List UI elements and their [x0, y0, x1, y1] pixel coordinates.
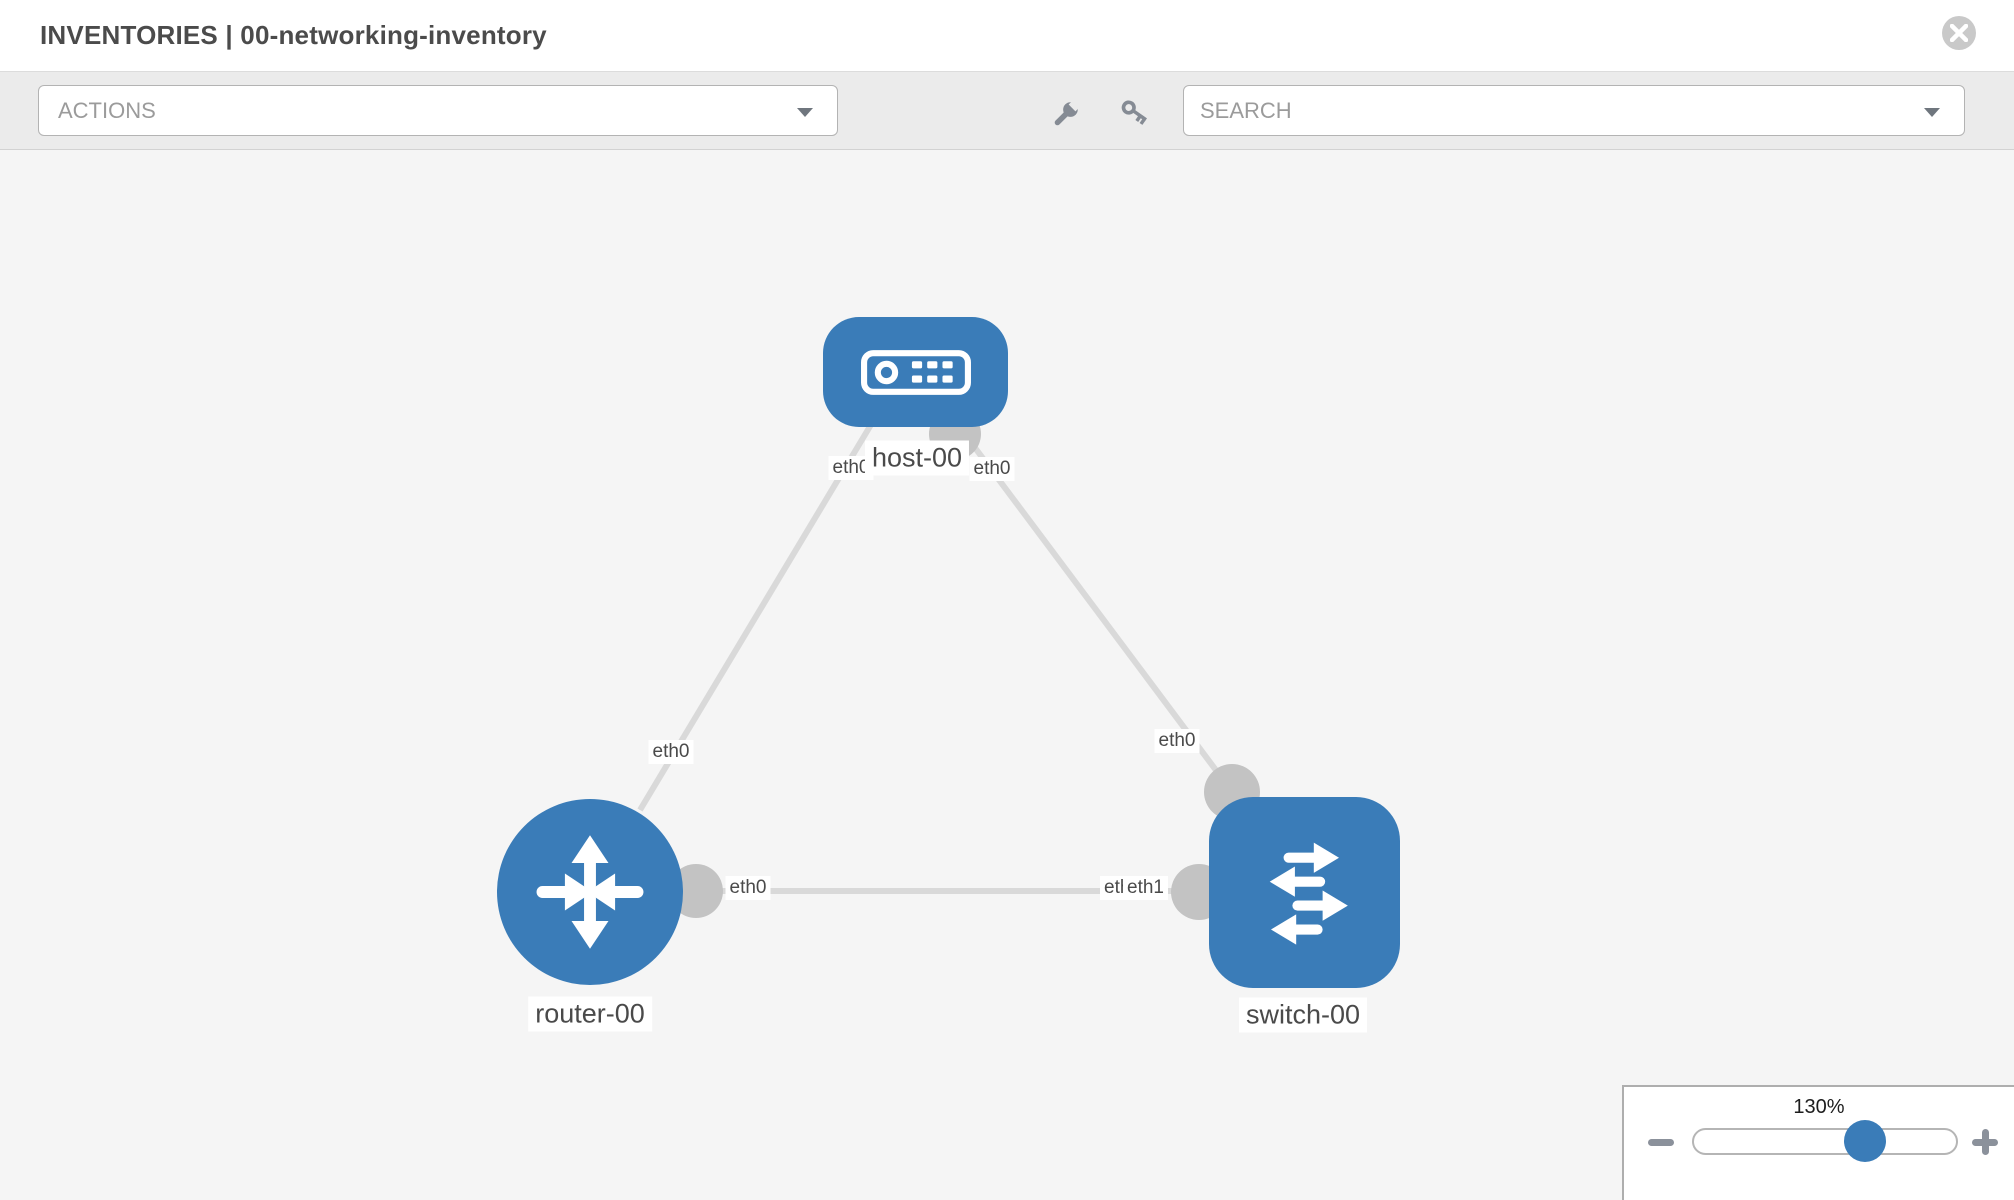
wrench-icon: [1054, 98, 1082, 126]
actions-dropdown-label: ACTIONS: [58, 98, 156, 123]
zoom-in-button[interactable]: [1970, 1127, 2000, 1157]
chevron-down-icon: [797, 108, 813, 117]
zoom-slider-thumb[interactable]: [1844, 1120, 1886, 1162]
node-router-00[interactable]: [497, 799, 683, 985]
port-router-eth0[interactable]: [669, 864, 723, 918]
iface-label-router-right: eth0: [725, 876, 771, 900]
iface-label-switch-top: eth0: [1154, 729, 1200, 753]
iface-label-switch-left-front: eth1: [1123, 876, 1168, 900]
iface-label-host-right: eth0: [969, 457, 1015, 481]
node-switch-00[interactable]: [1209, 797, 1400, 988]
router-arrows-icon: [536, 835, 644, 949]
node-host-00[interactable]: [823, 317, 1008, 427]
page-title: INVENTORIES | 00-networking-inventory: [40, 20, 547, 50]
actions-dropdown[interactable]: ACTIONS: [38, 85, 838, 136]
chevron-down-icon: [1924, 108, 1940, 117]
toolbar: ACTIONS: [0, 72, 2014, 150]
header: INVENTORIES | 00-networking-inventory: [0, 0, 2014, 72]
node-label-router[interactable]: router-00: [528, 996, 652, 1032]
wrench-tool-button[interactable]: [1050, 98, 1082, 130]
zoom-level-value: 130%: [1793, 1096, 1845, 1118]
switch-arrows-icon: [1269, 842, 1348, 945]
zoom-panel: 130%: [1622, 1085, 2014, 1200]
search-input[interactable]: [1198, 91, 1902, 131]
key-icon: [1121, 100, 1147, 125]
links-layer: [637, 408, 1260, 920]
iface-label-router-top: eth0: [648, 740, 694, 764]
close-icon: [1950, 24, 1968, 42]
key-tool-button[interactable]: [1118, 98, 1150, 130]
close-button[interactable]: [1942, 16, 1976, 50]
search-dropdown: [1183, 85, 1965, 136]
topology-canvas[interactable]: host-00 router-00 switch-00 eth0 eth0 et…: [0, 150, 2014, 1200]
node-label-host[interactable]: host-00: [864, 440, 970, 476]
node-label-switch[interactable]: switch-00: [1238, 997, 1368, 1033]
zoom-slider[interactable]: [1692, 1120, 1958, 1162]
zoom-out-button[interactable]: [1646, 1127, 1676, 1157]
server-icon: [860, 349, 971, 395]
